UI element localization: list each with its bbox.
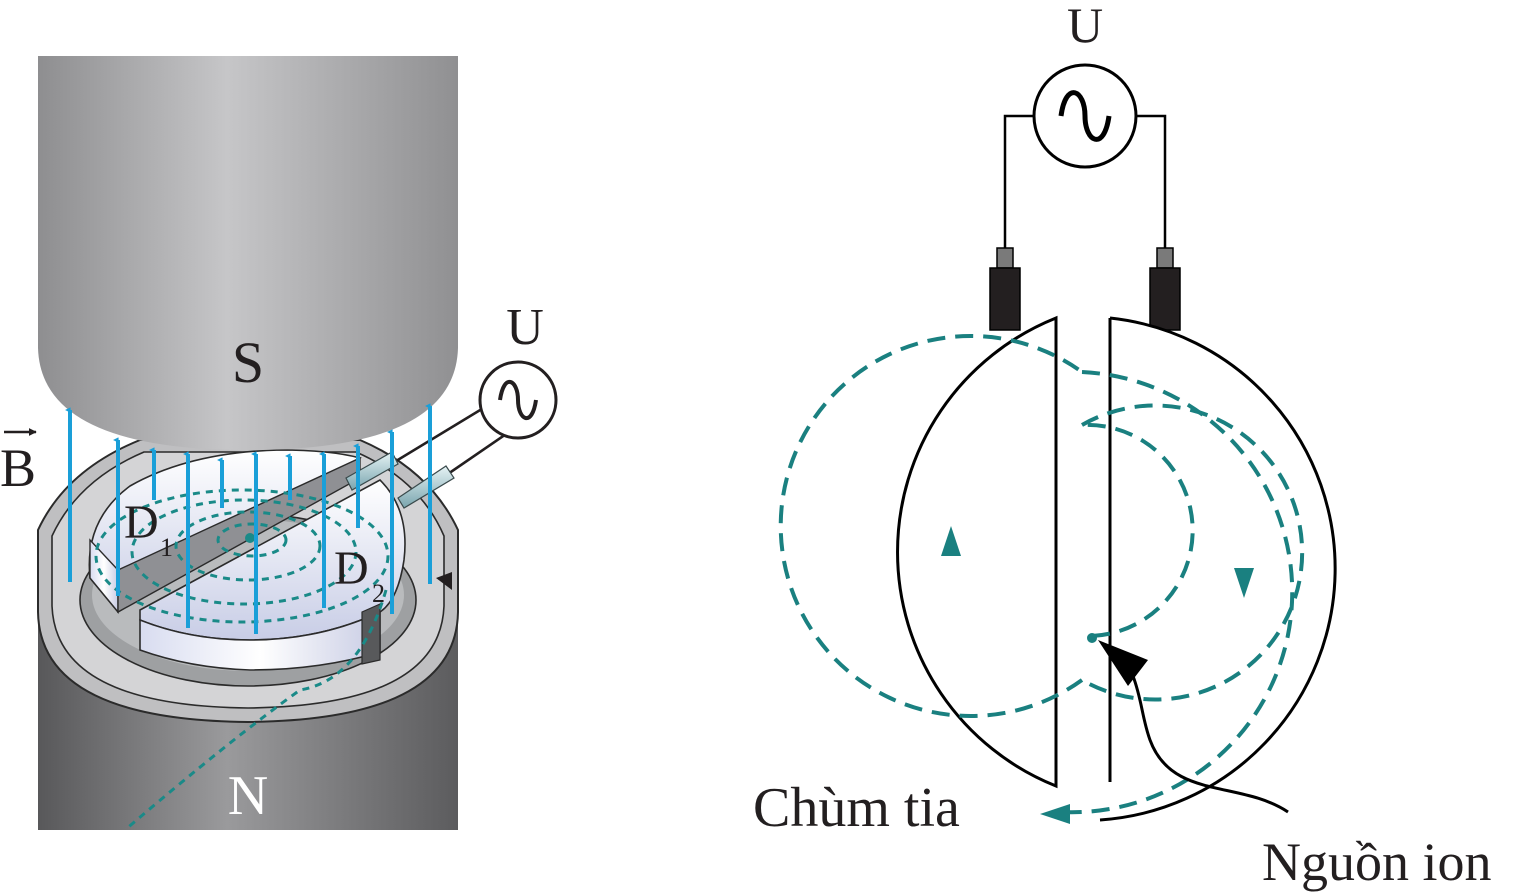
- sine-icon: [498, 379, 538, 421]
- dee-left: [896, 315, 1058, 789]
- pointer-arrowhead-icon: [1098, 640, 1148, 686]
- cyclotron-3d-figure: S N B D 1 D 2 U: [0, 56, 558, 832]
- dee2-label: D: [334, 542, 369, 595]
- ion-source-dot: [245, 533, 255, 543]
- dee-right: [1099, 316, 1337, 822]
- ion-source-pointer: [1131, 675, 1289, 814]
- connector-right: [1156, 247, 1174, 269]
- south-magnet: [38, 56, 458, 450]
- ion-path: [778, 334, 1305, 815]
- dee2-subscript: 2: [372, 579, 385, 608]
- arrow-up-icon: [941, 526, 961, 556]
- connector-left: [996, 247, 1014, 269]
- north-pole-label: N: [228, 765, 268, 827]
- voltage-label-right: U: [1067, 0, 1103, 53]
- field-lines: [65, 403, 432, 634]
- beam-arrow-icon: [1040, 804, 1070, 824]
- voltage-label-left: U: [506, 299, 544, 356]
- arrow-down-icon: [1234, 568, 1254, 598]
- field-vector-label: B: [0, 438, 36, 498]
- dee1-label: D: [124, 496, 159, 549]
- ion-source-label: Nguồn ion: [1262, 832, 1492, 892]
- ion-spiral-path: [94, 488, 390, 832]
- beam-label: Chùm tia: [753, 777, 960, 839]
- south-pole-label: S: [232, 330, 264, 395]
- ion-source-dot: [1087, 633, 1097, 643]
- cyclotron-schematic: U Chùm tia Nguồn ion: [753, 0, 1492, 892]
- dee1-subscript: 1: [160, 533, 173, 562]
- sine-icon: [1058, 90, 1112, 142]
